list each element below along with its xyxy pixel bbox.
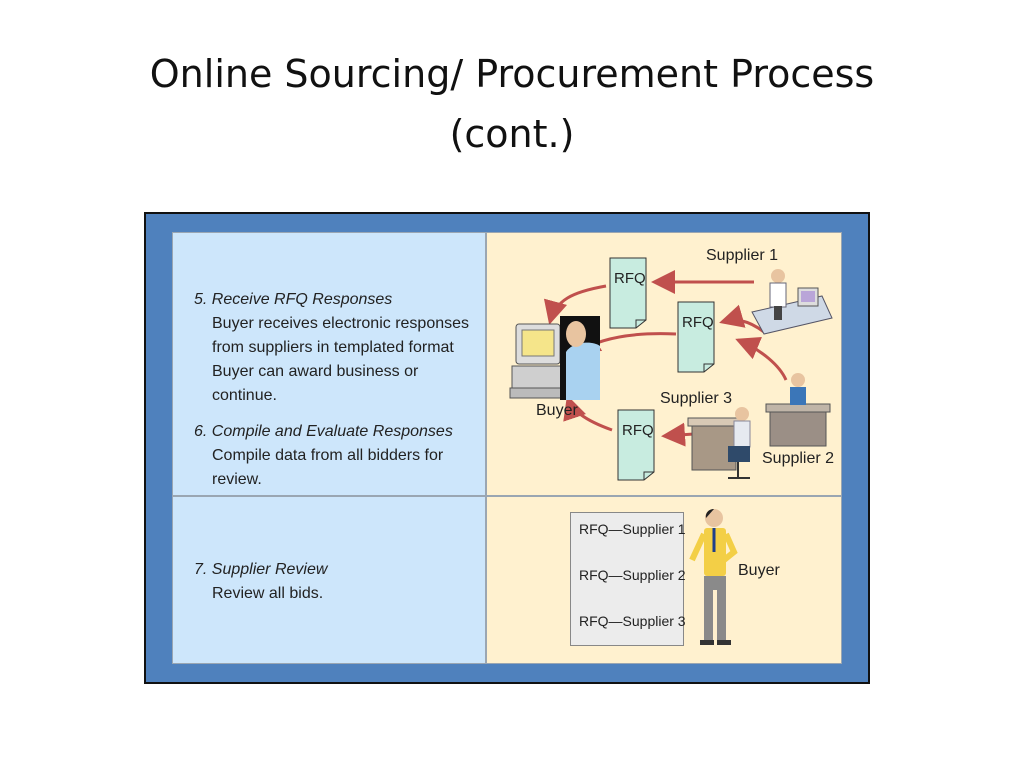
step-6-heading: 6. Compile and Evaluate Responses [194,423,453,440]
supplier1-person-icon [751,269,833,335]
step-5-line: Buyer receives electronic responses [212,315,470,332]
title-line-1: Online Sourcing/ Procurement Process [149,52,875,96]
buyer-person-icon [560,316,600,400]
buyer-standing-icon [689,509,738,645]
buyer-label-top: Buyer [536,402,578,419]
arrow-supplier1-to-rfq2 [719,304,765,334]
step-6-line: review. [212,471,262,488]
rfq-document-2 [677,301,715,373]
rfq-list-item: RFQ—Supplier 1 [579,521,686,537]
rfq-label-1: RFQ [614,270,646,287]
step-5-line: from suppliers in templated format [212,339,454,356]
rfq-label-2: RFQ [682,314,714,331]
step-5-heading: 5. Receive RFQ Responses [194,291,393,308]
rfq-document-3 [617,409,655,481]
buyer-computer-icon [509,323,567,399]
step-7-text: 7. Supplier Review Review all bids. [194,558,327,606]
arrow-supplier2-to-rfq2 [735,337,788,381]
title-line-2: (cont.) [449,112,575,156]
rfq-comparison-list: RFQ—Supplier 1 RFQ—Supplier 2 RFQ—Suppli… [570,512,686,646]
left-bottom-panel [172,496,486,664]
step-7-heading: 7. Supplier Review [194,561,328,578]
arrow-rfq3-to-buyer [563,395,613,432]
supplier1-label: Supplier 1 [706,247,779,264]
step-7-line: Review all bids. [212,585,324,602]
step-5-text: 5. Receive RFQ Responses Buyer receives … [194,288,469,408]
supplier2-label: Supplier 2 [762,450,835,467]
rfq-label-3: RFQ [622,422,654,439]
rfq-document-1 [609,257,647,329]
step-5-line: Buyer can award business or [212,363,419,380]
rfq-list-item: RFQ—Supplier 2 [579,567,686,583]
supplier3-person-icon [687,407,751,479]
left-top-panel [172,232,486,496]
supplier3-label: Supplier 3 [660,390,733,407]
step-6-line: Compile data from all bidders for [212,447,444,464]
buyer-label-bottom: Buyer [738,562,780,579]
step-5-line: continue. [212,387,277,404]
arrow-rfq1-to-buyer [543,284,607,325]
supplier2-person-icon [765,373,831,447]
rfq-list-item: RFQ—Supplier 3 [579,613,686,629]
step-6-text: 6. Compile and Evaluate Responses Compil… [194,420,453,492]
slide-title-text: Online Sourcing/ Procurement Process (co… [0,44,1024,164]
arrow-supplier3-to-rfq3 [661,422,695,447]
